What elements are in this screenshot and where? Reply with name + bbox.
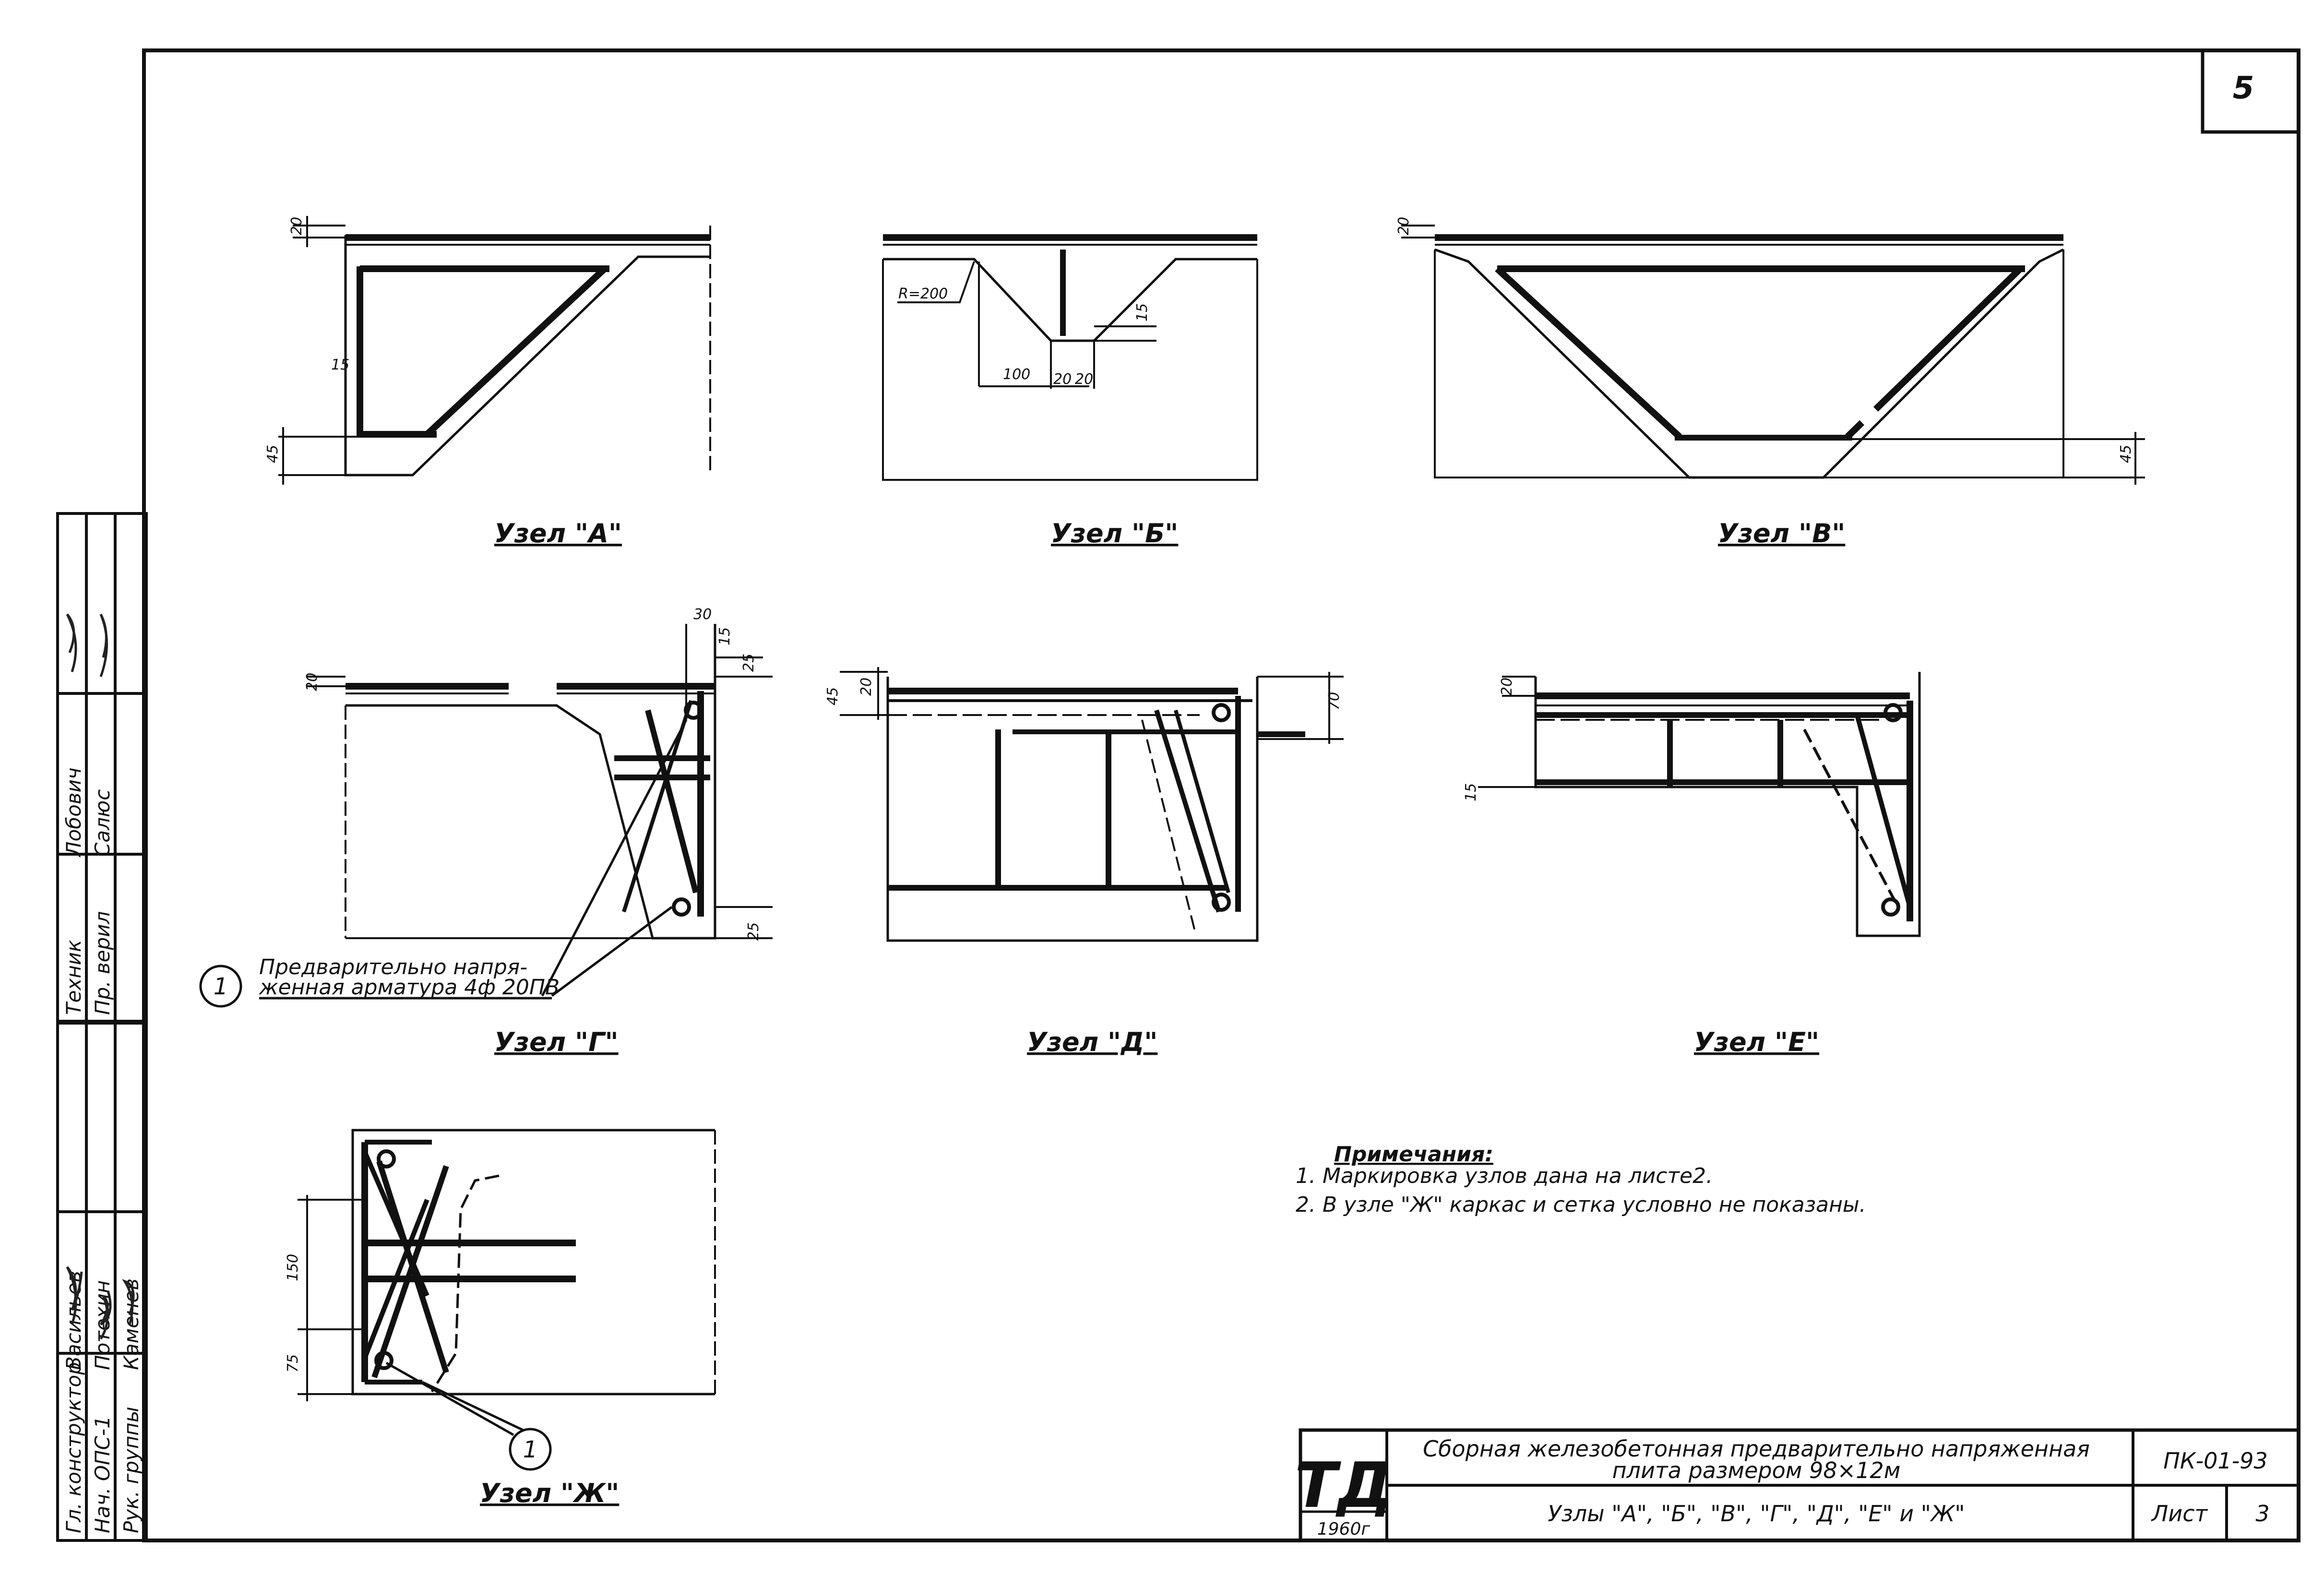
title-line-2: плита размером 98×12м bbox=[1612, 1457, 1901, 1483]
title-subtitle: Узлы "А", "Б", "В", "Г", "Д", "Е" и "Ж" bbox=[1548, 1501, 1965, 1527]
notes-title: Примечания: bbox=[1334, 1142, 1493, 1167]
node-a-dim-3: 45 bbox=[264, 445, 281, 463]
node-v-caption: Узел "В" bbox=[1718, 518, 1845, 549]
stamp-role-1: Гл. конструктор bbox=[62, 1362, 85, 1533]
stamp-name-2: Потехин bbox=[91, 1280, 114, 1370]
node-b-dim-4: 20 bbox=[1075, 371, 1093, 388]
node-d-dim-3: 70 bbox=[1326, 692, 1343, 710]
notes-item-1: 1. Маркировка узлов дана на листе2. bbox=[1296, 1164, 1713, 1188]
node-g-dim-3: 15 bbox=[716, 627, 733, 645]
node-a-drawing bbox=[278, 216, 711, 485]
node-a-dim-2: 15 bbox=[331, 357, 349, 373]
node-b-dim-2: 100 bbox=[1003, 366, 1030, 383]
node-a-dim-1: 20 bbox=[288, 217, 305, 235]
node-b-drawing bbox=[882, 234, 1258, 481]
node-zh-dim-1: 150 bbox=[285, 1254, 301, 1281]
node-zh-caption: Узел "Ж" bbox=[480, 1478, 619, 1508]
side-stamp: Гл. конструктор Васильев Нач. ОПС-1 Поте… bbox=[56, 512, 148, 1542]
node-g-drawing bbox=[307, 624, 773, 940]
title-sheet-label: Лист bbox=[2151, 1501, 2208, 1527]
title-sheet-value: 3 bbox=[2255, 1501, 2269, 1527]
title-logo: ТД bbox=[1295, 1449, 1393, 1522]
title-block bbox=[1299, 1428, 2300, 1542]
node-g-dim-4: 25 bbox=[740, 654, 757, 672]
node-zh-drawing bbox=[298, 1129, 716, 1471]
node-g-caption: Узел "Г" bbox=[494, 1027, 619, 1057]
node-a-caption: Узел "А" bbox=[494, 518, 622, 549]
node-b-dim-3: 20 bbox=[1053, 371, 1072, 388]
callout-1-number: 1 bbox=[214, 973, 228, 1000]
node-d-drawing bbox=[840, 667, 1344, 942]
node-e-drawing bbox=[1478, 672, 1921, 937]
stamp-role-2: Нач. ОПС-1 bbox=[91, 1416, 114, 1533]
title-line-1: Сборная железобетонная предварительно на… bbox=[1423, 1436, 2090, 1462]
node-v-dim-2: 45 bbox=[2118, 445, 2134, 463]
stamp-name-3: Каменев bbox=[119, 1278, 143, 1370]
node-b-dim-5: 15 bbox=[1134, 303, 1151, 322]
stamp-role-3: Рук. группы bbox=[119, 1407, 143, 1533]
sheet-number: 5 bbox=[2233, 71, 2254, 106]
node-e-caption: Узел "Е" bbox=[1694, 1027, 1819, 1057]
stamp-role-5: Пр. верил bbox=[91, 911, 114, 1015]
node-e-dim-1: 20 bbox=[1499, 678, 1515, 696]
stamp-role-4: Техник bbox=[62, 940, 85, 1015]
node-zh-callout-number: 1 bbox=[523, 1436, 538, 1463]
node-v-dim-1: 20 bbox=[1395, 217, 1412, 235]
stamp-name-4: Лобович bbox=[62, 767, 85, 858]
node-d-dim-1: 45 bbox=[824, 687, 841, 705]
node-d-dim-2: 20 bbox=[858, 678, 875, 696]
callout-1-text-line2: женная арматура 4ф 20ПВ bbox=[259, 975, 560, 1000]
stamp-name-5: Салюс bbox=[91, 789, 114, 857]
node-g-dim-2: 30 bbox=[693, 606, 712, 623]
notes-item-2: 2. В узле "Ж" каркас и сетка условно не … bbox=[1296, 1193, 1866, 1217]
node-b-caption: Узел "Б" bbox=[1051, 518, 1178, 549]
node-g-dim-1: 20 bbox=[304, 673, 321, 691]
callout-1-text-line1: Предварительно напря- bbox=[259, 955, 527, 979]
node-g-dim-5: 25 bbox=[745, 922, 762, 941]
sheet-frame bbox=[142, 48, 2300, 1542]
signature-scribbles bbox=[66, 613, 135, 1340]
node-b-dim-1: R=200 bbox=[898, 286, 948, 302]
callout-1 bbox=[199, 719, 688, 1008]
node-d-caption: Узел "Д" bbox=[1027, 1027, 1157, 1057]
node-zh-dim-2: 75 bbox=[285, 1354, 301, 1372]
node-v-drawing bbox=[1401, 225, 2145, 485]
title-year: 1960г bbox=[1317, 1519, 1371, 1539]
title-code: ПК-01-93 bbox=[2163, 1448, 2268, 1474]
node-e-dim-2: 15 bbox=[1463, 783, 1479, 801]
